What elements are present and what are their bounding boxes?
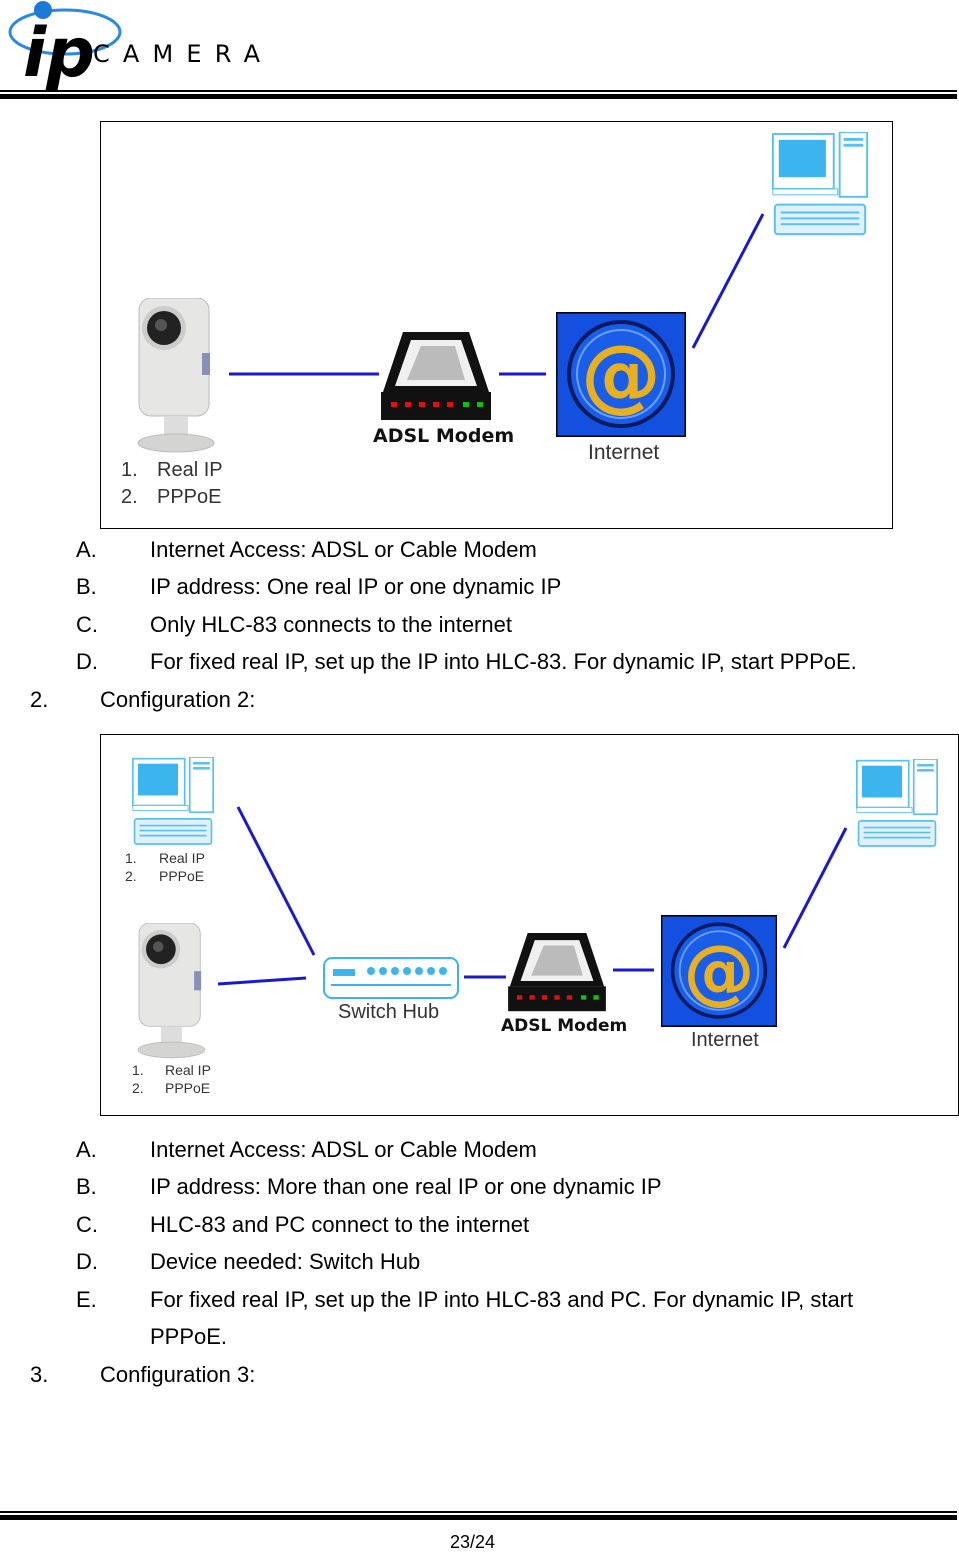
- adsl-modem-icon: [381, 332, 491, 420]
- footer-rule-thin: [0, 1511, 957, 1513]
- camera-label-num-2: 2.: [121, 486, 138, 508]
- section-title: Configuration 3:: [100, 1362, 256, 1387]
- ip-camera-icon: [137, 923, 206, 1059]
- figure-configuration-2: 1. Real IP 2. PPPoE 1. Real IP 2. PPPoE …: [100, 734, 959, 1116]
- page-number: 23/24: [449, 1532, 496, 1552]
- header-rule-thick: [0, 94, 957, 99]
- section-number: 3.: [30, 1362, 49, 1387]
- list-item-text: IP address: One real IP or one dynamic I…: [150, 574, 562, 599]
- list-item-text: For fixed real IP, set up the IP into HL…: [150, 1287, 854, 1312]
- list-item-text: Internet Access: ADSL or Cable Modem: [150, 1137, 537, 1162]
- camera-label-real-ip: Real IP: [157, 459, 223, 481]
- list-item-text: Only HLC-83 connects to the internet: [150, 612, 512, 637]
- pc-label-pppoe: PPPoE: [159, 868, 204, 884]
- camera-label-pppoe: PPPoE: [165, 1080, 210, 1096]
- section-number: 2.: [30, 687, 49, 712]
- list-item-letter: C.: [76, 612, 98, 637]
- list-item-letter: E.: [76, 1287, 97, 1312]
- list-item-letter: B.: [76, 1174, 97, 1199]
- pc-label-num-1: 1.: [125, 850, 137, 866]
- hub-label: Switch Hub: [338, 1001, 439, 1023]
- list-item-letter: A.: [76, 537, 97, 562]
- header-rule-thin: [0, 90, 957, 92]
- list-item-text: Device needed: Switch Hub: [150, 1249, 421, 1274]
- pc-icon: [131, 757, 215, 845]
- pc-icon: [855, 759, 939, 847]
- adsl-modem-icon: [508, 933, 606, 1012]
- pc-label-num-2: 2.: [125, 868, 137, 884]
- link-line: [691, 213, 765, 349]
- list-item-text: PPPoE.: [150, 1324, 228, 1349]
- internet-icon: [556, 312, 686, 437]
- pc-label-real-ip: Real IP: [159, 850, 205, 866]
- link-line: [236, 806, 316, 956]
- modem-label: ADSL Modem: [501, 1016, 627, 1036]
- modem-label: ADSL Modem: [373, 425, 514, 447]
- list-item-text: Internet Access: ADSL or Cable Modem: [150, 537, 537, 562]
- list-item-letter: B.: [76, 574, 97, 599]
- internet-icon: [661, 915, 777, 1027]
- figure-configuration-1: 1. Real IP 2. PPPoE ADSL Modem Internet: [100, 121, 893, 529]
- list-item-text: HLC-83 and PC connect to the internet: [150, 1212, 530, 1237]
- camera-label-real-ip: Real IP: [165, 1062, 211, 1078]
- camera-label-num-1: 1.: [121, 459, 138, 481]
- list-item-letter: D.: [76, 649, 98, 674]
- svg-text:CAMERA: CAMERA: [93, 40, 263, 68]
- camera-label-num-1: 1.: [132, 1062, 144, 1078]
- list-item-text: IP address: More than one real IP or one…: [150, 1174, 662, 1199]
- link-line: [782, 827, 848, 949]
- ip-camera-icon: [137, 298, 215, 453]
- link-line: [217, 976, 307, 986]
- list-item-letter: D.: [76, 1249, 98, 1274]
- footer-rule-thick: [0, 1515, 957, 1520]
- internet-label: Internet: [691, 1029, 759, 1051]
- camera-label-num-2: 2.: [132, 1080, 144, 1096]
- camera-label-pppoe: PPPoE: [157, 486, 221, 508]
- section-title: Configuration 2:: [100, 687, 256, 712]
- list-item-letter: A.: [76, 1137, 97, 1162]
- list-item-text: For fixed real IP, set up the IP into HL…: [150, 649, 857, 674]
- pc-icon: [771, 132, 869, 236]
- internet-label: Internet: [588, 441, 659, 464]
- switch-hub-icon: [323, 957, 459, 999]
- svg-text:ip: ip: [23, 14, 95, 90]
- logo: ip CAMERA: [5, 0, 270, 93]
- list-item-letter: C.: [76, 1212, 98, 1237]
